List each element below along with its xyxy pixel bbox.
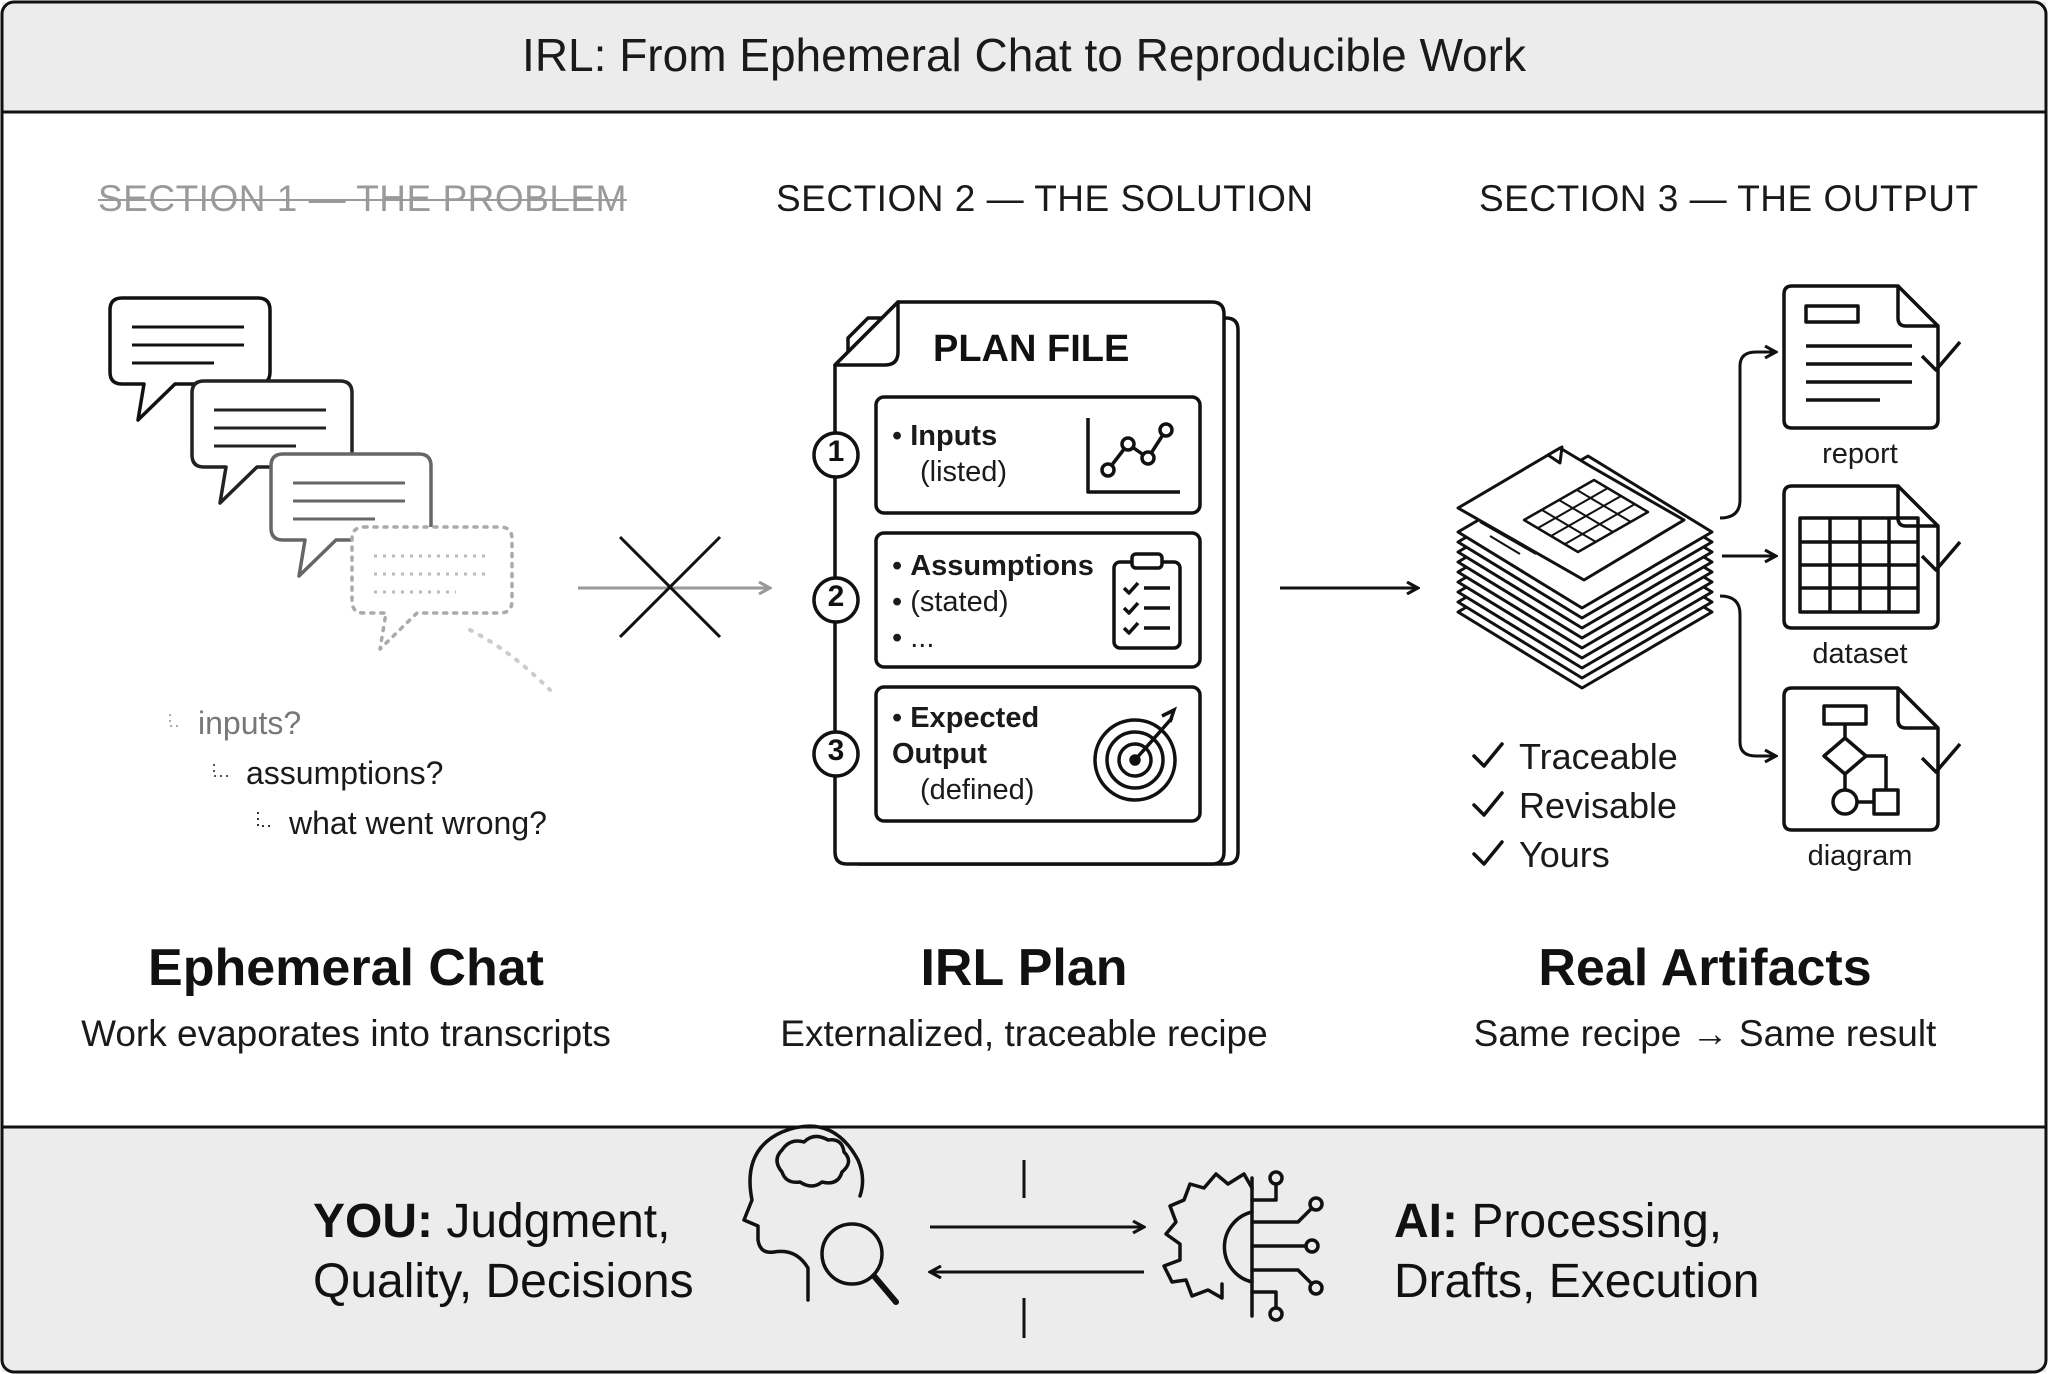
section-2-heading: SECTION 2 — THE SOLUTION [776, 178, 1314, 219]
page-title: IRL: From Ephemeral Chat to Reproducible… [522, 29, 1526, 81]
ai-role: AI: Processing, Drafts, Execution [1394, 1192, 1759, 1312]
step-inputs-note: (listed) [920, 456, 1008, 488]
output-branch-arrows [1719, 352, 1776, 756]
step-assumptions: • Assumptions • (stated) • ... [892, 550, 1094, 654]
section-3-name: Real Artifacts [1538, 939, 1872, 997]
plan-steps [812, 395, 1202, 823]
step-inputs-label: Inputs [910, 420, 998, 452]
dataset-icon [1782, 484, 1962, 630]
report-icon [1782, 284, 1962, 430]
section-1-heading: SECTION 1 — THE PROBLEM [98, 178, 627, 219]
question-what-went-wrong: what went wrong? [289, 805, 547, 841]
question-assumptions: assumptions? [246, 755, 444, 791]
line-chart-icon [1086, 418, 1180, 494]
step-number-2: 2 [827, 580, 845, 613]
check-traceable: Traceable [1519, 736, 1678, 777]
step-assumptions-note: (stated) [910, 586, 1009, 618]
artifact-dataset-label: dataset [1812, 638, 1908, 670]
ai-label: AI: [1394, 1195, 1458, 1248]
check-yours: Yours [1519, 834, 1610, 875]
artifact-report-label: report [1822, 438, 1898, 470]
target-icon [1093, 706, 1177, 802]
section-3-caption: Same recipe → Same result [1473, 1013, 1937, 1054]
section-3-heading: SECTION 3 — THE OUTPUT [1479, 178, 1979, 219]
flowchart-icon [1782, 686, 1962, 832]
check-icon [1472, 742, 1504, 866]
step-number-1: 1 [827, 435, 845, 468]
section-2-name: IRL Plan [920, 939, 1128, 997]
step-expected-output-note: (defined) [920, 774, 1035, 806]
blocked-arrow [578, 535, 770, 639]
question-inputs: inputs? [198, 705, 302, 741]
you-label: YOU: [313, 1195, 433, 1248]
check-revisable: Revisable [1519, 785, 1678, 826]
step-expected-output-label: Expected Output [892, 702, 1040, 770]
checklist-icon [1112, 552, 1182, 650]
ai-line-1: Processing, [1471, 1195, 1723, 1248]
artifact-diagram-label: diagram [1807, 840, 1913, 872]
section-2-caption: Externalized, traceable recipe [780, 1013, 1268, 1054]
step-assumptions-label: Assumptions [910, 550, 1094, 582]
step-number-3: 3 [827, 734, 845, 767]
you-line-2: Quality, Decisions [313, 1255, 694, 1308]
section-1-caption: Work evaporates into transcripts [81, 1013, 611, 1054]
step-assumptions-more: ... [910, 622, 935, 654]
step-expected-output: • Expected Output (defined) [892, 700, 1042, 808]
section-1-name: Ephemeral Chat [148, 939, 544, 997]
title-band [2, 2, 2046, 112]
exchange-arrows [930, 1160, 1144, 1338]
head-magnifier-icon [742, 1124, 899, 1305]
plan-file-title: PLAN FILE [933, 328, 1130, 370]
question-arrows [169, 714, 270, 827]
gear-circuit-icon [1162, 1170, 1324, 1322]
document-stack-icon [1456, 445, 1714, 690]
you-role: YOU: Judgment, Quality, Decisions [313, 1192, 694, 1312]
you-line-1: Judgment, [446, 1195, 671, 1248]
step-inputs: • Inputs (listed) [892, 420, 1008, 488]
ai-line-2: Drafts, Execution [1394, 1255, 1760, 1308]
chat-bubbles-icon [108, 296, 552, 692]
